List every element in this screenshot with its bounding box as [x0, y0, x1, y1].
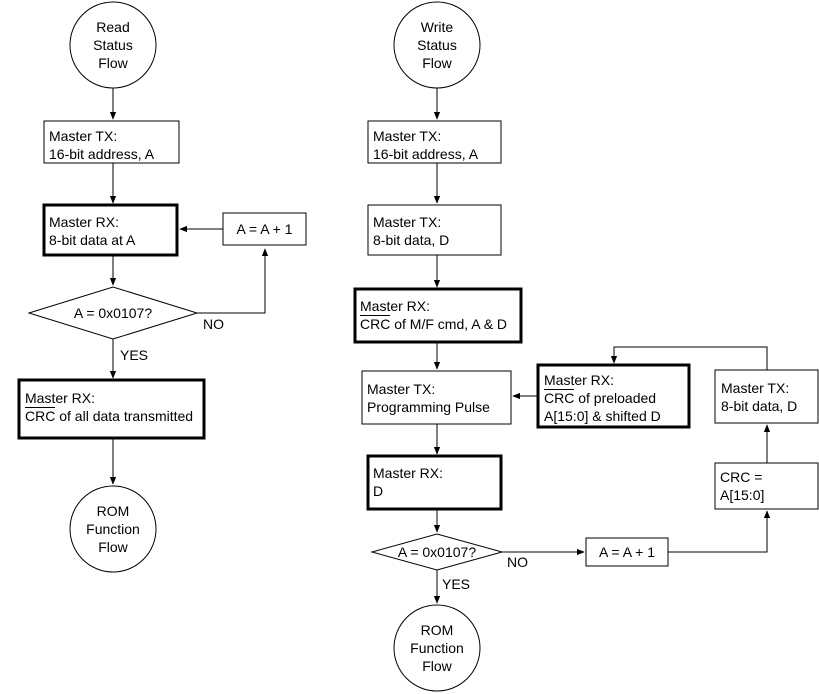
write-tx-address-box	[367, 120, 502, 164]
write-decision-label: A = 0x0107?	[397, 544, 477, 560]
read-rx-data-box	[42, 203, 179, 257]
write-tx-pulse-label: Master TX:Programming Pulse	[367, 381, 490, 415]
read-increment-label: A = A + 1	[236, 221, 293, 237]
write-rx-preload-label: Master RX: CRC of preloaded A[15:0] & sh…	[544, 372, 661, 424]
read-tx-address-label: Master TX:16-bit address, A	[49, 128, 155, 162]
write-rx-crc-box	[353, 287, 523, 344]
write-tx-data-box	[367, 204, 502, 256]
write-rx-crc-label: Master RX: CRC of M/F cmd, A & D	[360, 298, 508, 332]
write-tx-address-label: Master TX:16-bit address, A	[373, 128, 479, 162]
read-end-circle	[69, 485, 157, 573]
write-tx-data-loop-label: Master TX:8-bit data, D	[721, 380, 798, 414]
write-tx-data-label: Master TX:8-bit data, D	[373, 214, 450, 248]
write-crc-assign-label: CRC =A[15:0]	[720, 469, 765, 503]
read-no-label: NO	[203, 316, 224, 332]
write-rx-d-box	[366, 454, 503, 511]
read-rx-crc-box	[17, 378, 206, 440]
read-tx-address-box	[43, 120, 180, 164]
write-no-label: NO	[507, 554, 528, 570]
read-decision-label: A = 0x0107?	[73, 305, 153, 321]
read-yes-label: YES	[120, 347, 149, 363]
write-rx-d-label: Master RX:D	[373, 465, 444, 499]
read-rx-crc-label: Master RX: CRC of all data transmitted	[25, 390, 194, 424]
read-rx-data-label: Master RX:8-bit data at A	[49, 214, 136, 248]
write-end-circle	[393, 604, 481, 692]
write-yes-label: YES	[442, 576, 471, 592]
write-increment-label: A = A + 1	[598, 544, 656, 560]
